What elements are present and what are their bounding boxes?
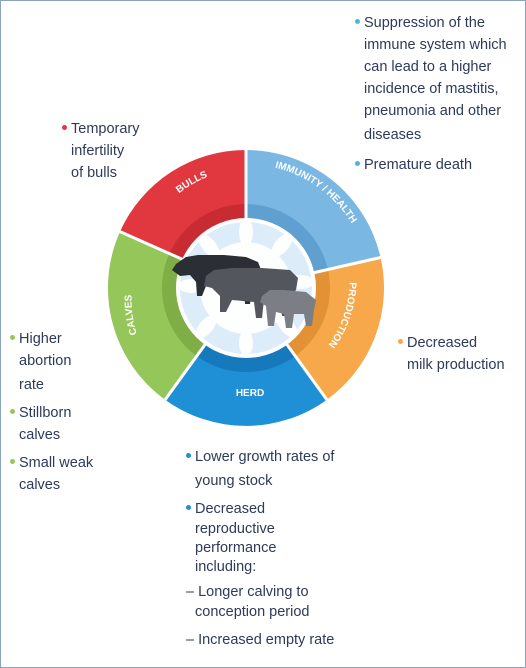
calves-effect-1-line-1: Higher [19,331,62,347]
bulls-effect-1-line-1: Temporary [71,121,140,137]
calves-effect-line: rate [10,374,93,396]
inner-ring-herd [196,344,296,373]
bullet-dot [355,18,360,24]
herd-sub-item-1-line-1: Longer calving to [198,584,309,600]
immunity-effect-1-line-2: immune system which [364,37,507,53]
production-effects: Decreased milk production [398,332,505,376]
calves-effect-line: Stillborn [10,402,93,424]
herd-sub-item-line: – Increased empty rate [186,629,334,651]
immunity-effect-1-line-6: diseases [364,127,422,143]
herd-effect-line: young stock [186,470,334,492]
calves-effect-3-line-2: calves [19,477,61,493]
calves-effect-2-line-1: Stillborn [19,405,72,421]
segment-immunity-health [246,150,381,273]
immunity-effect-1-line-5: pneumonia and other [364,103,502,119]
immunity-effect-line: diseases [355,124,507,146]
calves-effect-line: abortion [10,350,93,372]
dash-marker: – [186,632,199,648]
segment-dividers [119,150,381,401]
segment-calves [107,231,206,400]
herd-effect-line: reproductive [186,520,334,539]
bullet-dot [62,124,67,130]
immunity-effect-1-line-4: incidence of mastitis, [364,81,499,97]
immunity-effect-line: immune system which [355,34,507,56]
segment-production [286,257,384,400]
production-effect-line: milk production [398,354,505,376]
bulls-effect-line: infertility [62,140,140,162]
herd-effect-2-line-3: performance [195,540,277,556]
calves-effect-line: Higher [10,328,93,350]
immunity-effect-1-line-3: can lead to a higher [364,59,492,75]
label-herd: HERD [236,388,264,399]
calves-effect-line: Small weak [10,452,93,474]
bullet-dot [10,408,15,414]
bullet-dot [355,160,360,166]
bulls-effects: Temporary infertility of bulls [62,118,140,184]
bullet-dot [186,452,191,458]
herd-sub-item-line: – Longer calving to [186,581,334,603]
bullet-dot [10,458,15,464]
inner-ring-calves [161,253,206,356]
immunity-effect-line: pneumonia and other [355,100,507,122]
segment-herd [165,344,327,426]
immunity-effect-line: can lead to a higher [355,56,507,78]
calves-effect-line: calves [10,474,93,496]
herd-effect-line: including: [186,558,334,577]
immunity-effect-line: incidence of mastitis, [355,78,507,100]
bulls-effect-line: Temporary [62,118,140,140]
label-herd-text: HERD [236,388,264,399]
bullet-dot [398,338,403,344]
production-effect-1-line-2: milk production [407,357,505,373]
immunity-effect-2-line-1: Premature death [364,157,473,173]
production-effect-1-line-1: Decreased [407,335,478,351]
herd-sub-item-2-line-1: Increased empty rate [198,632,335,648]
herd-effect-line: performance [186,539,334,558]
bulls-effect-line: of bulls [62,162,140,184]
inner-ring-production [286,269,330,356]
immunity-effect-1-line-1: Suppression of the [364,15,485,31]
herd-effect-2-line-1: Decreased [195,501,266,517]
bullet-dot [186,504,191,510]
production-effect-line: Decreased [398,332,505,354]
segment-bulls [120,149,246,260]
calves-effect-line: calves [10,424,93,446]
calves-effect-1-line-3: rate [19,377,44,393]
herd-effect-2-line-2: reproductive [195,521,275,537]
calves-effect-3-line-1: Small weak [19,455,94,471]
calves-effect-2-line-2: calves [19,427,61,443]
herd-effect-1-line-1: Lower growth rates of [195,449,335,465]
immunity-effect-line: Suppression of the [355,12,507,34]
bulls-effect-1-line-2: infertility [71,143,125,159]
herd-effects: Lower growth rates of young stock Decrea… [186,446,334,651]
calves-effects: Higher abortion rate Stillborn calves Sm… [10,328,93,496]
herd-effect-1-line-2: young stock [195,473,273,489]
herd-sub-item-1-line-2: conception period [195,604,310,620]
herd-effect-line: Decreased [186,498,334,520]
dash-marker: – [186,584,199,600]
herd-effect-line: Lower growth rates of [186,446,334,468]
inner-ring-bulls [169,204,246,260]
herd-effect-2-line-4: including: [195,559,257,575]
bulls-effect-1-line-3: of bulls [71,165,117,181]
immunity-effects: Suppression of the immune system which c… [355,12,507,176]
calves-effect-1-line-2: abortion [19,353,72,369]
heifer-silhouette [204,268,298,318]
bullet-dot [10,334,15,340]
calf-silhouette [260,290,316,328]
immunity-effect-line: Premature death [355,154,507,176]
herd-sub-item-line: conception period [186,603,334,622]
